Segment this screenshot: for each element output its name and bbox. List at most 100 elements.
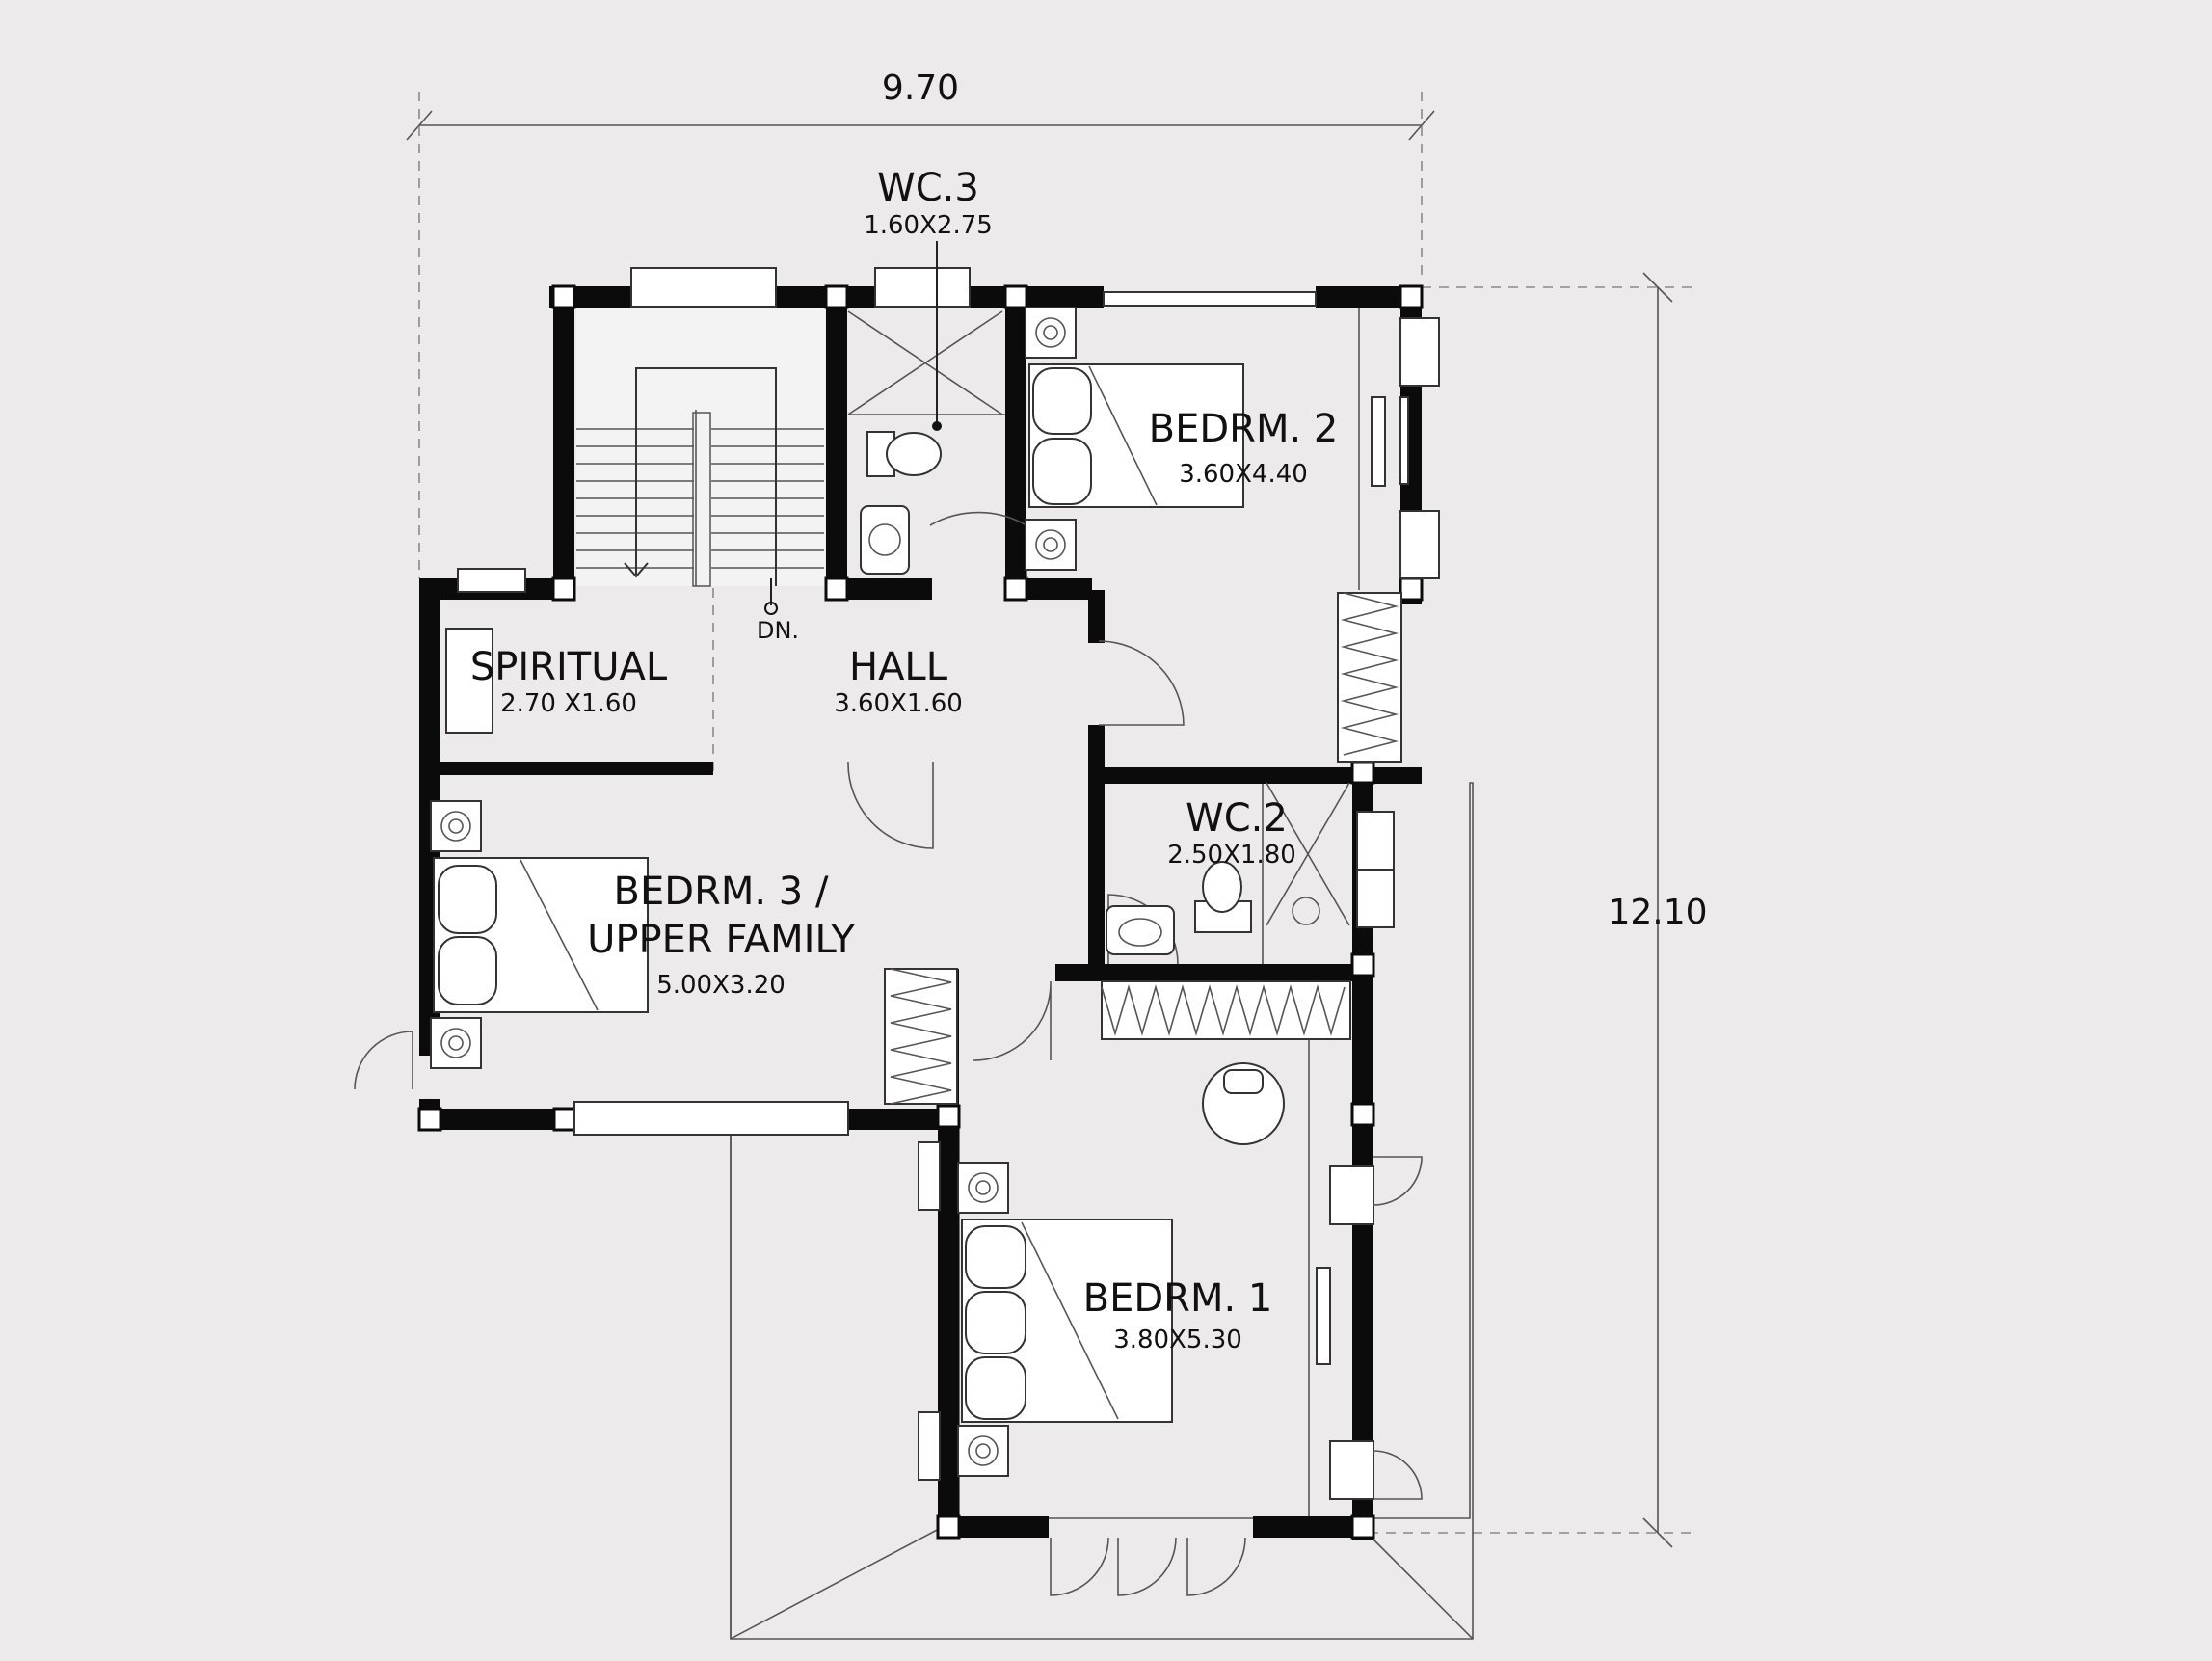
- wc3-leader-dot: [932, 421, 942, 431]
- width-tick-right: [1408, 110, 1435, 141]
- room-name-spiritual: SPIRITUAL: [470, 645, 668, 689]
- pillow: [438, 936, 497, 1005]
- post: [1003, 284, 1028, 309]
- width-tick-left: [406, 110, 433, 141]
- lamp-icon: [968, 1172, 999, 1203]
- armchair-back: [1223, 1069, 1264, 1094]
- room-name-wc2: WC.2: [1186, 796, 1288, 841]
- pillow: [1032, 367, 1092, 435]
- room-name-bedrm1: BEDRM. 1: [1083, 1276, 1273, 1321]
- lamp-icon: [1043, 325, 1058, 340]
- windows: [457, 267, 1440, 1500]
- stair-well: [576, 308, 825, 586]
- armchair: [1202, 1062, 1285, 1145]
- window: [918, 1411, 941, 1481]
- toilet-bowl: [1202, 861, 1242, 913]
- doors: [354, 511, 1423, 1596]
- post: [1350, 1102, 1375, 1127]
- bedrm1-bed: [961, 1219, 1173, 1423]
- bedrm3-bed: [433, 857, 649, 1013]
- window: [918, 1141, 941, 1211]
- dimension-lines: [406, 92, 1692, 1548]
- bedrm1-front-door-2: [1117, 1537, 1177, 1596]
- room-size-wc2: 2.50X1.80: [1167, 841, 1296, 870]
- stair-leader-ring: [764, 602, 778, 615]
- basin-bowl: [1118, 918, 1162, 947]
- post: [824, 576, 849, 602]
- lamp-icon: [440, 1028, 471, 1058]
- wardrobe-rail: [1340, 592, 1399, 756]
- tv-unit: [1371, 396, 1386, 487]
- post: [1350, 952, 1375, 978]
- lamp-icon: [440, 811, 471, 842]
- bedrm2-door: [1098, 640, 1185, 726]
- bedrm1-side-door-top: [1373, 1156, 1423, 1206]
- bedside-table: [1025, 307, 1077, 359]
- lamp-icon: [975, 1180, 991, 1195]
- bedrm2-bed: [1028, 363, 1244, 508]
- labels: 9.70 12.10 WC.3 1.60X2.75 BEDRM. 2 3.60X…: [470, 68, 1708, 1354]
- lamp-icon: [968, 1435, 999, 1466]
- balcony-door-left: [354, 1031, 413, 1090]
- post: [1399, 576, 1424, 602]
- wardrobe: [1337, 592, 1402, 763]
- roof-hip-right: [1366, 1532, 1474, 1640]
- post: [552, 1107, 577, 1132]
- tv-unit: [1316, 1267, 1331, 1365]
- shower-cross: [1266, 782, 1350, 926]
- pillow: [438, 865, 497, 934]
- room-size-bedrm3: 5.00X3.20: [656, 971, 786, 1000]
- window: [457, 568, 526, 593]
- lamp-icon: [975, 1443, 991, 1459]
- bedside-tables: [430, 307, 1077, 1477]
- wall: [419, 1109, 573, 1130]
- room-name-bedrm3-line2: UPPER FAMILY: [587, 918, 855, 962]
- post: [1399, 284, 1424, 309]
- wall: [826, 578, 932, 600]
- room-name-wc3: WC.3: [877, 166, 979, 210]
- post: [551, 284, 576, 309]
- room-name-bedrm3: BEDRM. 3 /: [614, 870, 829, 914]
- stair-walkline: [635, 367, 777, 586]
- window: [1103, 291, 1317, 307]
- wall: [1316, 286, 1422, 308]
- pillow: [1032, 438, 1092, 505]
- room-size-wc3: 1.60X2.75: [864, 211, 993, 240]
- basin-bowl: [868, 523, 901, 556]
- post: [417, 1107, 442, 1132]
- bedside-table: [957, 1425, 1009, 1477]
- bedrm1-door: [973, 980, 1052, 1061]
- post: [936, 1104, 961, 1129]
- stair-arrow: [624, 562, 649, 578]
- structural-posts: [417, 284, 1424, 1540]
- wardrobes: [884, 592, 1402, 1105]
- depth-tick-top: [1642, 272, 1673, 303]
- bedside-table: [430, 800, 482, 852]
- window: [1356, 811, 1395, 871]
- post: [936, 1514, 961, 1540]
- wall: [1088, 590, 1105, 643]
- wash-basin: [860, 505, 910, 575]
- wall: [938, 1516, 1049, 1538]
- window: [573, 1101, 849, 1136]
- lamp-icon: [1035, 317, 1066, 348]
- bedrm1-front-door-3: [1186, 1537, 1246, 1596]
- wall: [848, 1109, 959, 1130]
- partitions: [712, 308, 1360, 1521]
- room-size-bedrm1: 3.80X5.30: [1113, 1326, 1242, 1354]
- window: [1356, 869, 1395, 928]
- depth-dimension-label: 12.10: [1608, 893, 1707, 932]
- wardrobe-rail: [890, 968, 952, 1105]
- window: [1399, 317, 1440, 387]
- altar-table: [445, 628, 493, 734]
- bedside-table: [957, 1162, 1009, 1214]
- width-dimension-label: 9.70: [882, 68, 959, 108]
- wall: [826, 286, 847, 597]
- wardrobe-rail: [1101, 984, 1346, 1036]
- pillow: [965, 1291, 1026, 1354]
- window: [1399, 510, 1440, 579]
- window: [630, 267, 777, 308]
- room-name-hall: HALL: [849, 645, 948, 689]
- wall: [553, 286, 574, 588]
- lamp-icon: [1035, 529, 1066, 560]
